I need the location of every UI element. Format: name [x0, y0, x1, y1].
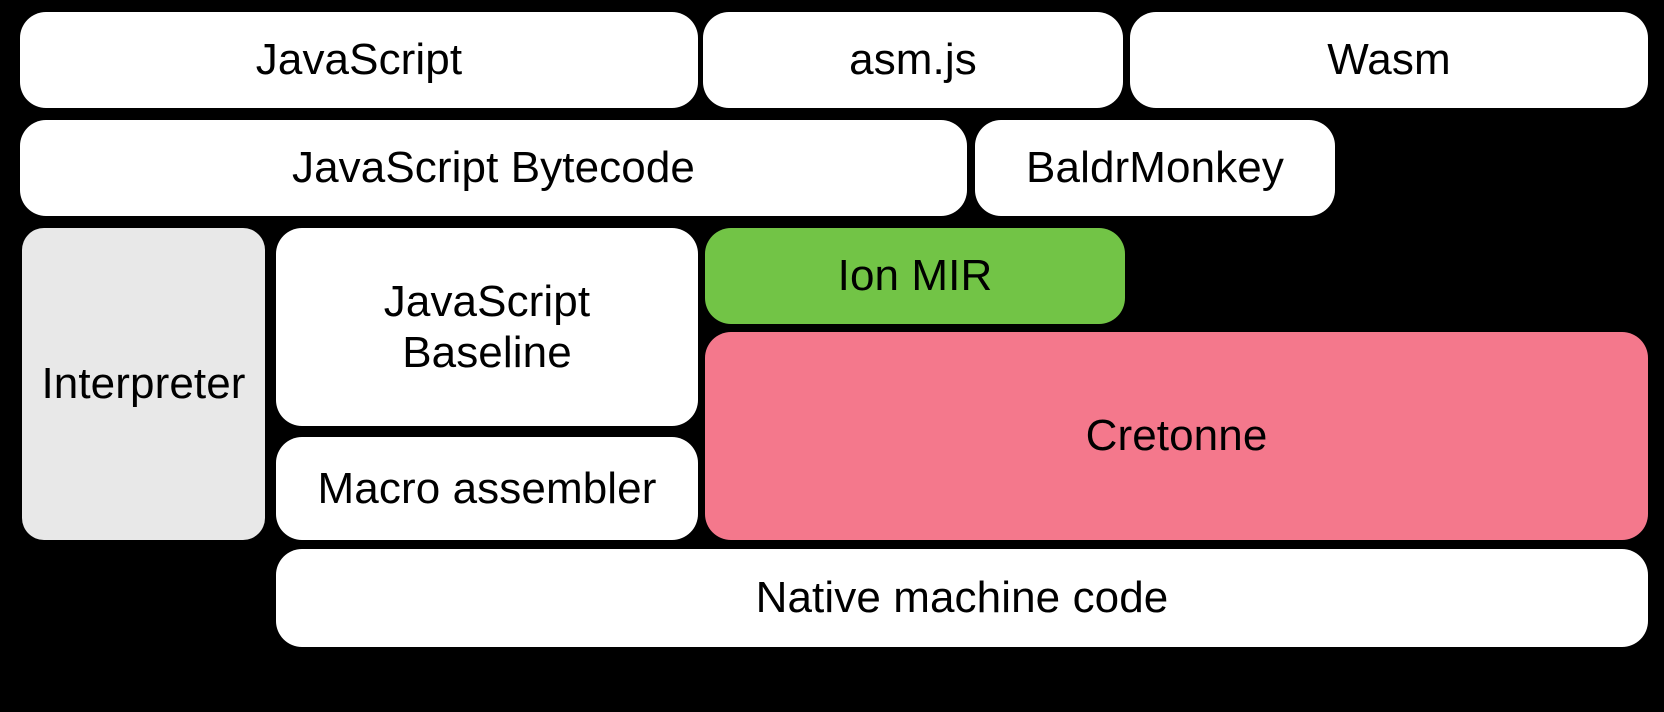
node-javascript-baseline[interactable]: JavaScript Baseline [276, 228, 698, 426]
node-interpreter[interactable]: Interpreter [22, 228, 265, 540]
node-cretonne[interactable]: Cretonne [705, 332, 1648, 540]
node-native-machine-code[interactable]: Native machine code [276, 549, 1648, 647]
node-baldrmonkey[interactable]: BaldrMonkey [975, 120, 1335, 216]
node-javascript-bytecode[interactable]: JavaScript Bytecode [20, 120, 967, 216]
node-javascript[interactable]: JavaScript [20, 12, 698, 108]
node-macro-assembler[interactable]: Macro assembler [276, 437, 698, 540]
node-ion-mir[interactable]: Ion MIR [705, 228, 1125, 324]
node-wasm[interactable]: Wasm [1130, 12, 1648, 108]
node-asm-js[interactable]: asm.js [703, 12, 1123, 108]
